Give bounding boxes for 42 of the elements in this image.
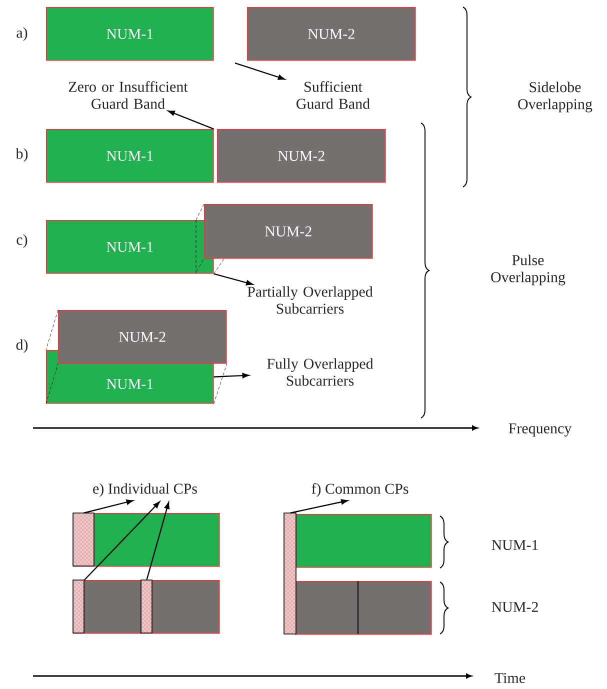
numerology-block: NUM-2 — [217, 129, 386, 183]
numerology-block: NUM-2 — [247, 7, 416, 61]
cyclic-prefix-block — [284, 512, 296, 634]
numerology-block: NUM-1 — [46, 7, 214, 61]
arrow — [84, 501, 160, 580]
projection-line — [46, 364, 58, 404]
arrow — [214, 372, 250, 378]
brace-label: Sidelobe Overlapping — [518, 82, 592, 112]
callout-text: f) Common CPs — [312, 483, 408, 497]
cyclic-prefix-block — [140, 580, 152, 634]
projection-line — [46, 310, 58, 350]
numerology-block: NUM-1 — [46, 129, 214, 183]
brace-label: NUM-2 — [492, 602, 538, 612]
arrow — [146, 502, 170, 580]
arrow — [234, 62, 285, 80]
callout-text: Zero or Insufficient Guard Band — [68, 81, 188, 109]
arrow — [168, 110, 214, 130]
arrow — [290, 499, 348, 514]
brace-label: Pulse Overlapping — [491, 254, 566, 286]
row-label: d) — [16, 339, 28, 353]
numerology-block: NUM-1 — [46, 220, 214, 274]
brace-label: NUM-1 — [492, 540, 538, 550]
row-label: b) — [16, 148, 28, 162]
axis-label: Time — [494, 672, 526, 684]
callout-text: Sufficient Guard Band — [296, 81, 370, 109]
row-label: c) — [16, 234, 28, 248]
numerology-block: NUM-2 — [58, 310, 227, 364]
row-label: a) — [16, 27, 28, 41]
axis-label: Frequency — [508, 423, 572, 437]
cyclic-prefix-block — [72, 580, 84, 634]
callout-text: Partially Overlapped Subcarriers — [248, 286, 373, 314]
symbol-bar — [295, 514, 432, 568]
cyclic-prefix-block — [72, 512, 94, 566]
projection-line — [214, 258, 224, 274]
numerology-block: NUM-2 — [204, 204, 373, 259]
projection-line — [196, 204, 204, 220]
callout-text: e) Individual CPs — [93, 483, 197, 497]
arrow — [214, 273, 253, 286]
symbol-bar — [295, 580, 432, 635]
arrow — [84, 500, 134, 514]
projection-line — [214, 364, 227, 404]
callout-text: Fully Overlapped Subcarriers — [267, 358, 374, 386]
